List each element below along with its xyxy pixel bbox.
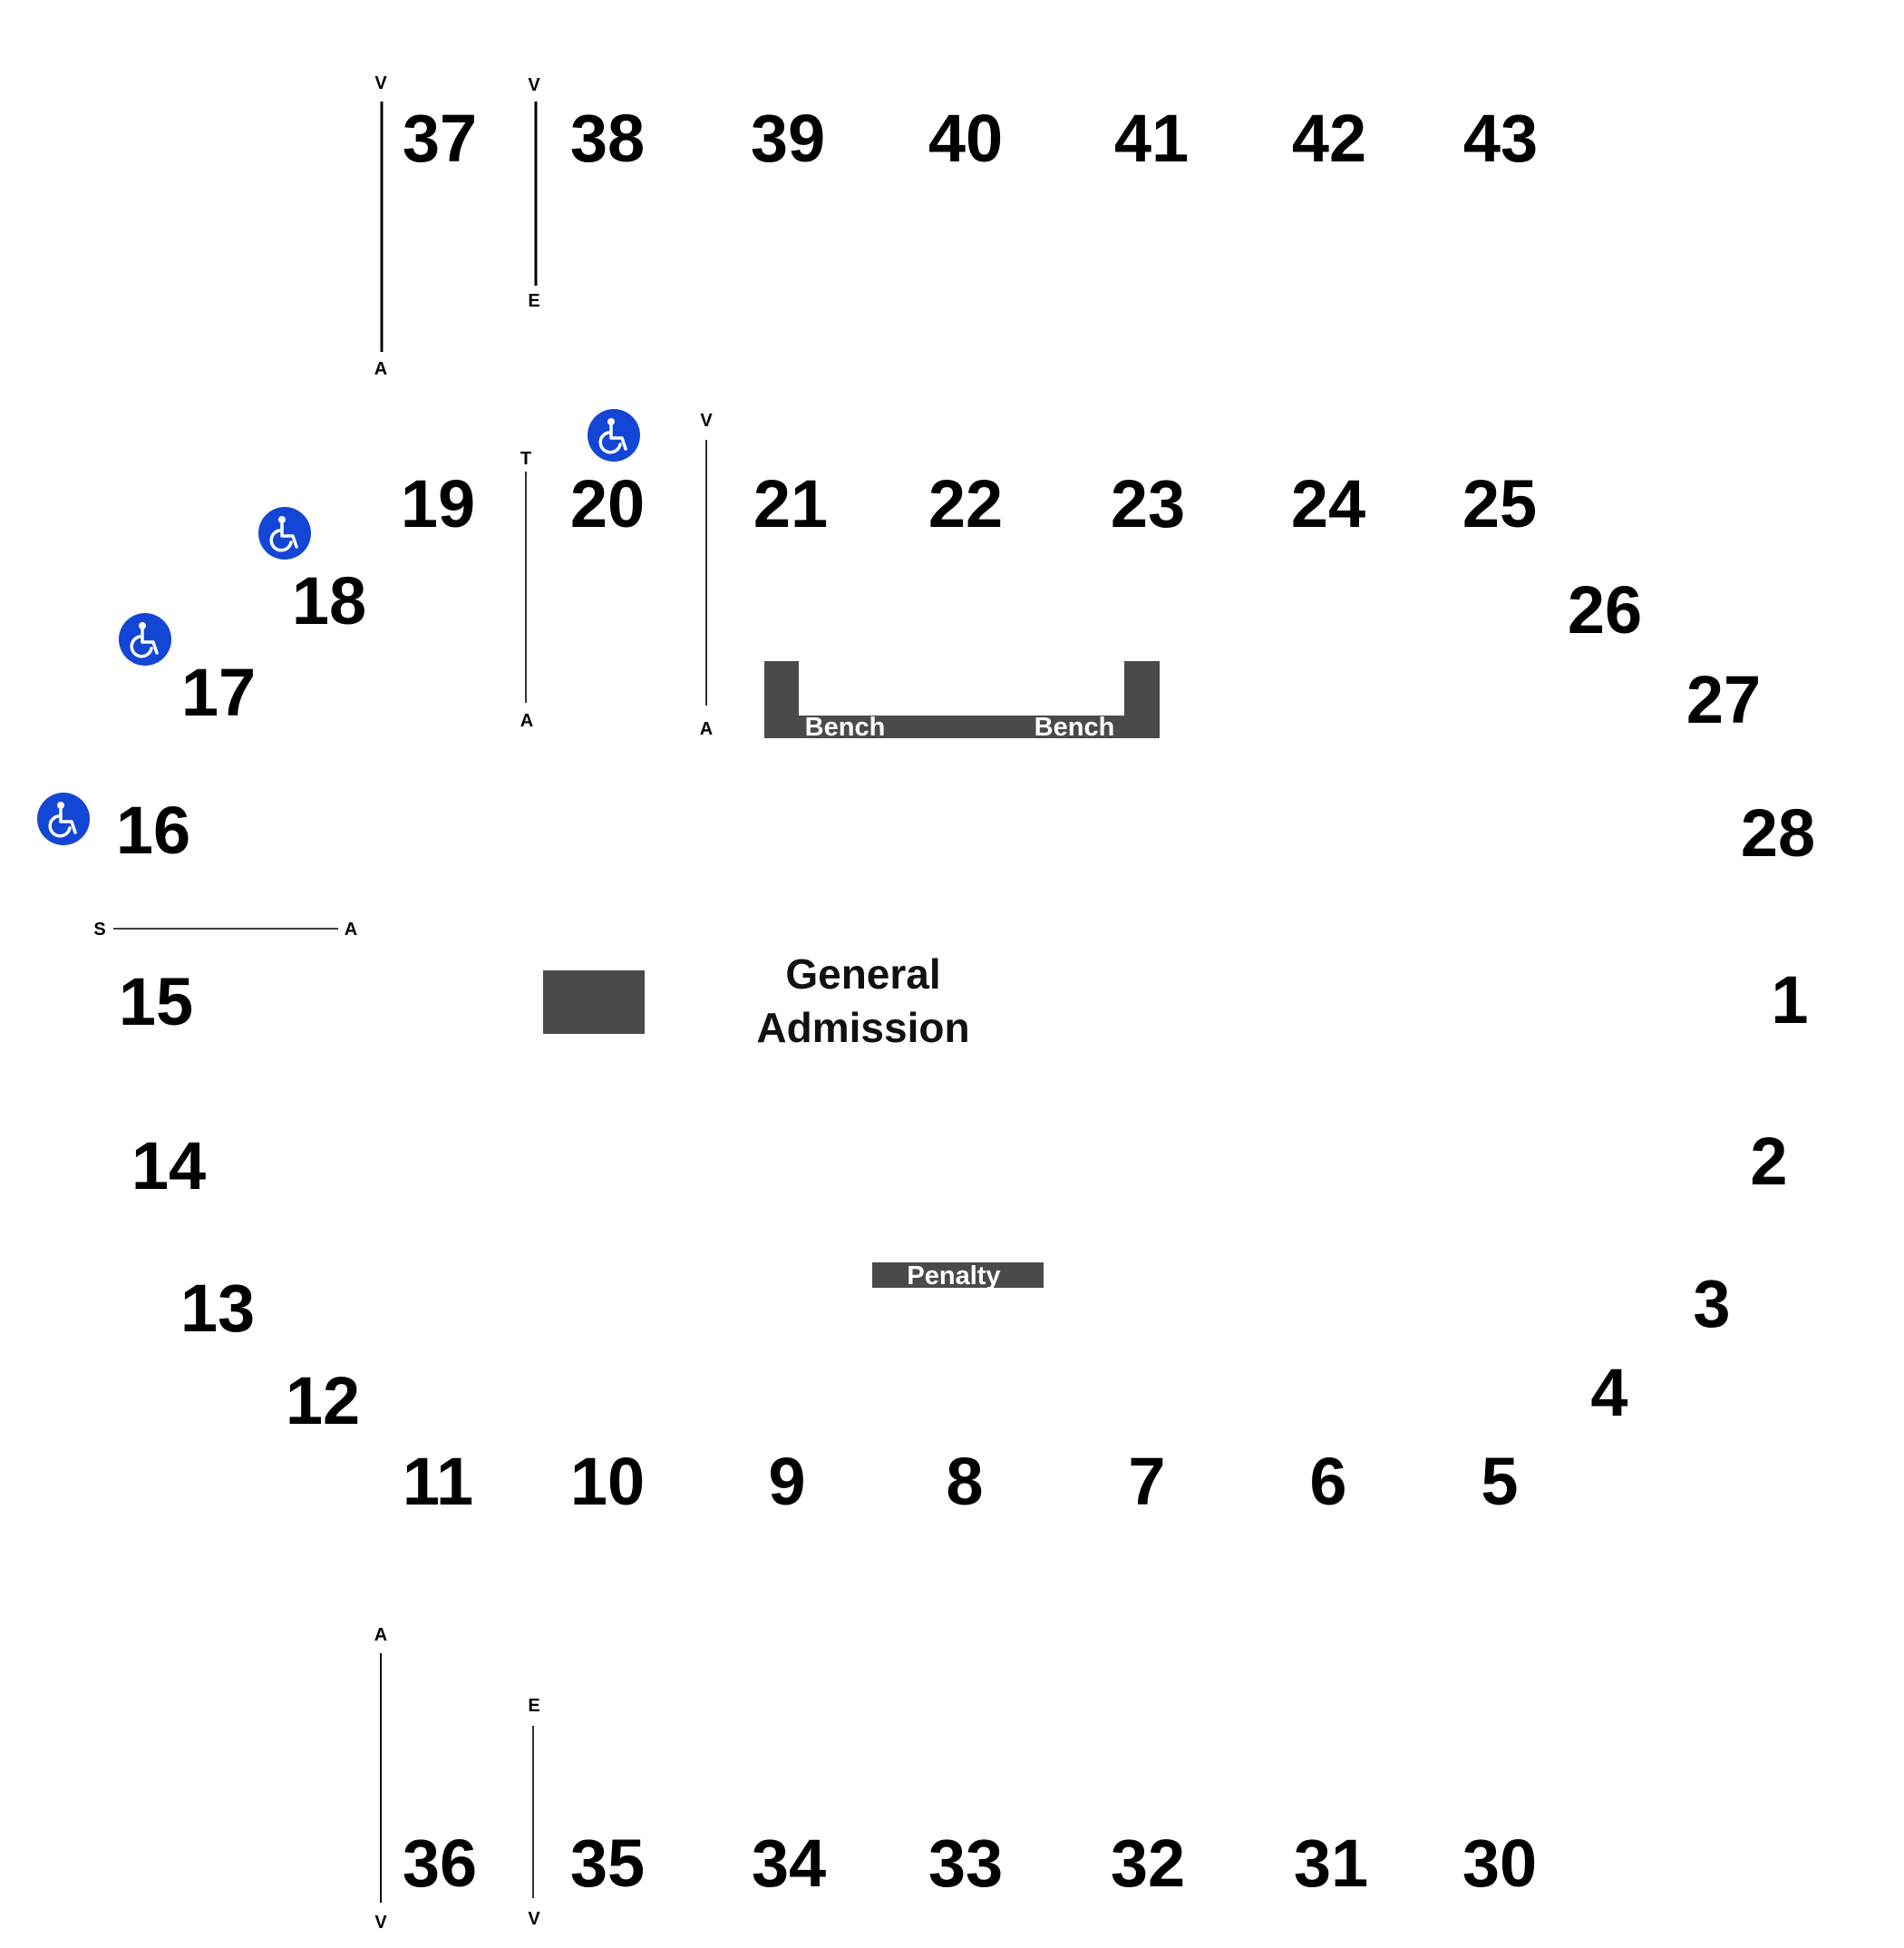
- penalty-label: Penalty: [907, 1261, 1000, 1291]
- row-marker: V: [374, 1913, 387, 1933]
- section-label[interactable]: 30: [1462, 1826, 1537, 1901]
- section-label[interactable]: 39: [751, 101, 825, 176]
- section-label[interactable]: 18: [292, 563, 366, 638]
- row-marker: V: [700, 411, 713, 431]
- section-label[interactable]: 23: [1111, 466, 1185, 541]
- wheelchair-icon[interactable]: [588, 409, 640, 462]
- section-label[interactable]: 35: [570, 1826, 645, 1901]
- row-marker: A: [374, 359, 387, 379]
- section-label[interactable]: 37: [403, 101, 477, 176]
- row-marker: T: [520, 449, 531, 469]
- bench-label-left: Bench: [805, 713, 886, 742]
- section-label[interactable]: 8: [946, 1444, 983, 1519]
- section-label[interactable]: 36: [403, 1826, 477, 1901]
- section-label[interactable]: 6: [1309, 1444, 1346, 1519]
- section-label[interactable]: 7: [1128, 1444, 1165, 1519]
- section-label[interactable]: 33: [928, 1826, 1003, 1901]
- floor-area: General Admission Bench Bench Penalty: [543, 661, 1160, 1291]
- section-label[interactable]: 11: [403, 1444, 473, 1519]
- wheelchair-icon[interactable]: [119, 613, 171, 666]
- section-label[interactable]: 26: [1568, 572, 1642, 648]
- section-label[interactable]: 14: [131, 1128, 206, 1203]
- section-label[interactable]: 19: [401, 466, 475, 541]
- section-label[interactable]: 41: [1114, 101, 1189, 176]
- row-marker: V: [528, 1909, 540, 1929]
- row-marker: S: [93, 920, 105, 940]
- section-label[interactable]: 25: [1462, 466, 1537, 541]
- section-label[interactable]: 9: [768, 1444, 805, 1519]
- row-marker: E: [528, 291, 539, 311]
- aisle-lines: [113, 102, 707, 1903]
- section-label[interactable]: 17: [181, 655, 256, 730]
- section-label[interactable]: 1: [1771, 962, 1808, 1037]
- section-label[interactable]: 15: [119, 964, 193, 1039]
- section-label[interactable]: 16: [116, 793, 190, 868]
- wheelchair-icon[interactable]: [37, 793, 90, 845]
- wheelchair-icon[interactable]: [258, 507, 311, 560]
- bench-area: [764, 661, 1160, 738]
- section-label[interactable]: 22: [928, 466, 1003, 541]
- section-label[interactable]: 38: [570, 101, 645, 176]
- section-label[interactable]: 10: [570, 1444, 645, 1519]
- general-admission-label: General: [785, 950, 940, 998]
- section-label[interactable]: 34: [752, 1826, 826, 1901]
- section-label[interactable]: 42: [1292, 101, 1366, 176]
- row-marker: V: [528, 75, 540, 95]
- section-label[interactable]: 40: [928, 101, 1003, 176]
- section-label[interactable]: 24: [1291, 466, 1365, 541]
- bench-label-right: Bench: [1035, 713, 1115, 742]
- section-label[interactable]: 3: [1693, 1266, 1730, 1341]
- section-label[interactable]: 43: [1463, 101, 1538, 176]
- section-label[interactable]: 28: [1741, 795, 1815, 871]
- general-admission-block[interactable]: [543, 970, 645, 1034]
- section-label[interactable]: 31: [1294, 1826, 1368, 1901]
- section-label[interactable]: 20: [570, 466, 645, 541]
- penalty-box: [872, 1262, 1044, 1288]
- accessible-seating: [37, 409, 640, 845]
- row-marker: E: [528, 1696, 539, 1716]
- section-label[interactable]: 5: [1481, 1444, 1518, 1519]
- row-marker: A: [374, 1625, 387, 1645]
- section-label[interactable]: 21: [753, 466, 828, 541]
- section-label[interactable]: 2: [1750, 1124, 1787, 1199]
- row-marker: V: [374, 73, 387, 93]
- section-label[interactable]: 27: [1686, 662, 1761, 737]
- row-marker: A: [345, 920, 357, 940]
- row-marker: A: [520, 711, 533, 731]
- section-label[interactable]: 13: [180, 1271, 255, 1346]
- row-marker: A: [700, 719, 713, 739]
- section-label[interactable]: 32: [1111, 1826, 1185, 1901]
- section-label[interactable]: 12: [286, 1363, 360, 1438]
- section-label[interactable]: 4: [1590, 1355, 1627, 1430]
- general-admission-label: Admission: [756, 1004, 969, 1051]
